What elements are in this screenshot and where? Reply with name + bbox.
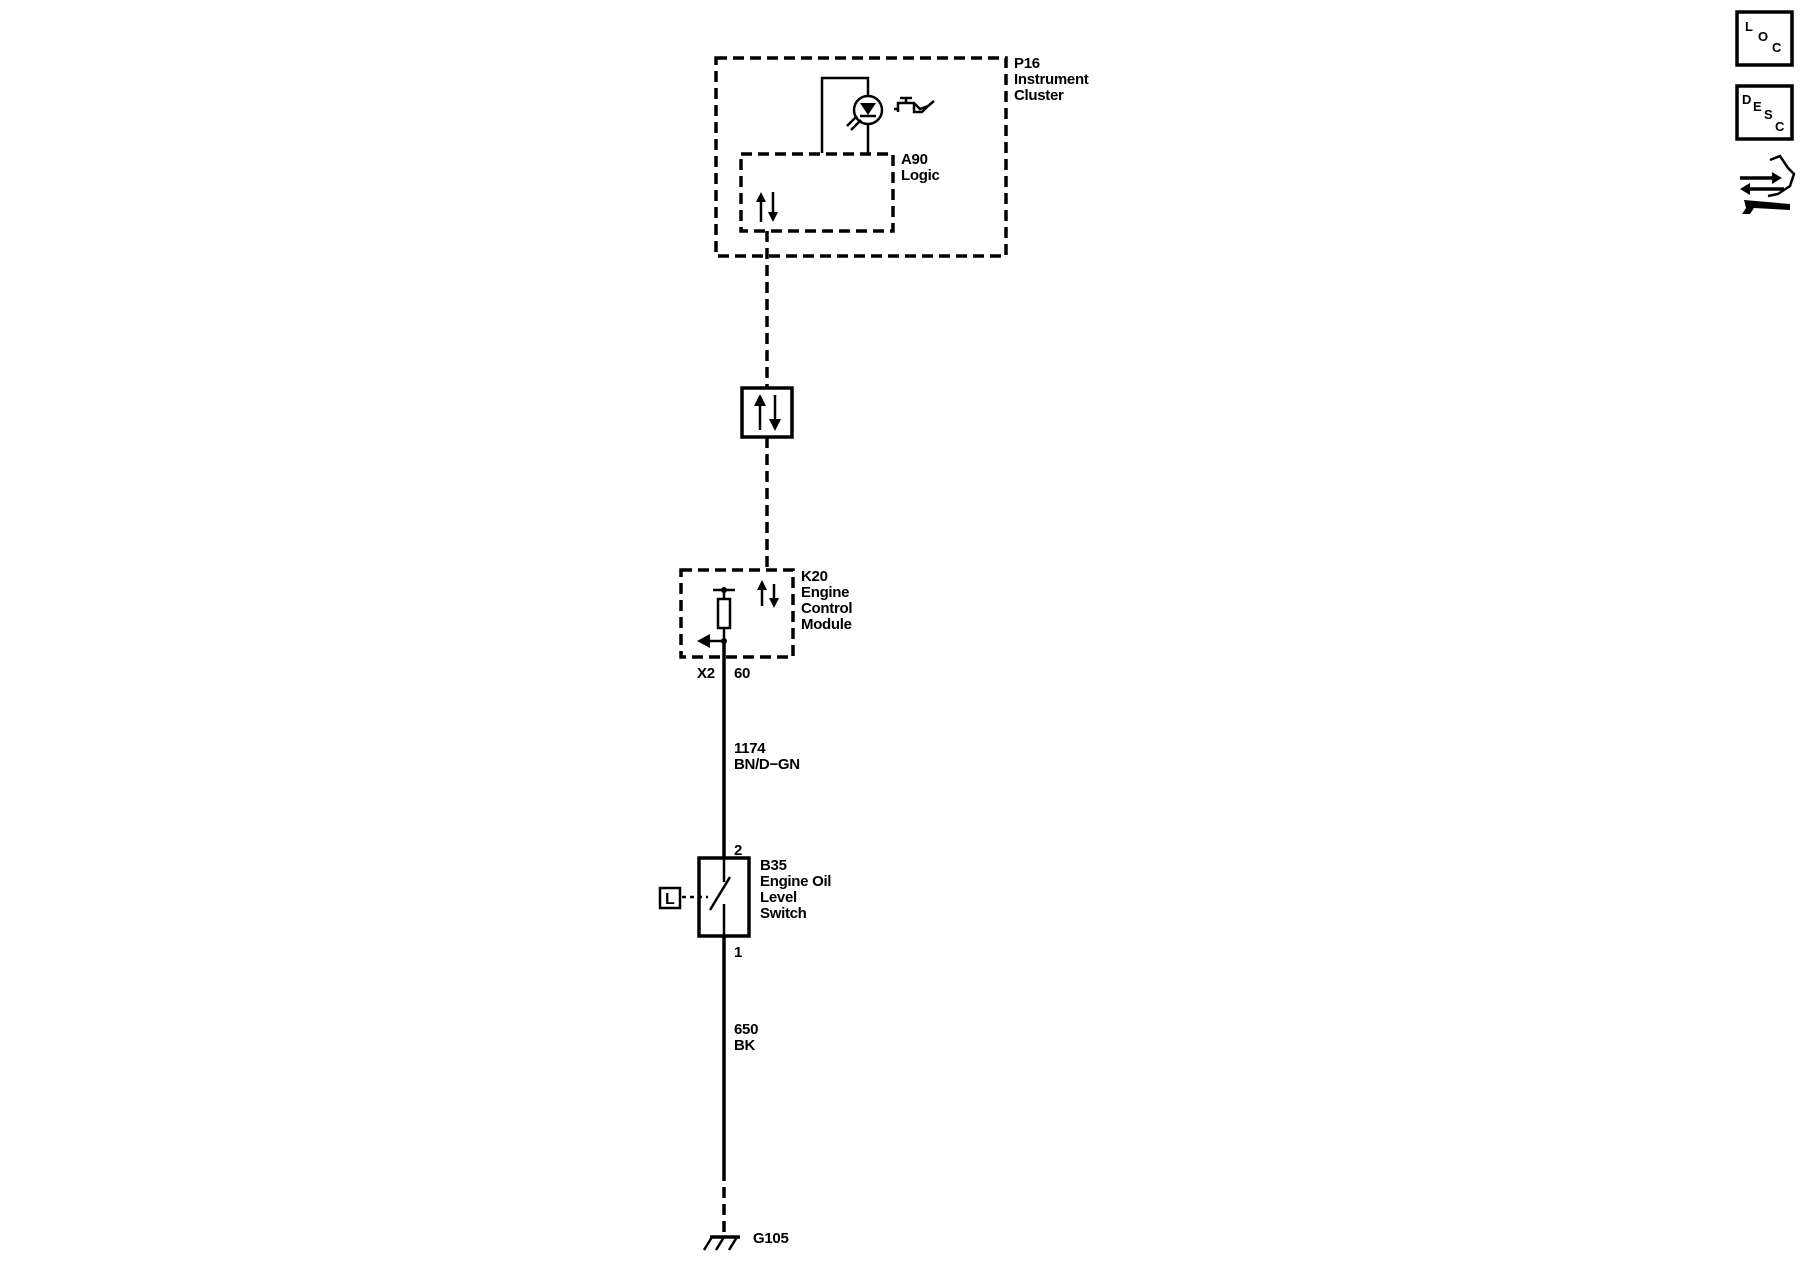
connector-id-label: X2 [697, 665, 715, 682]
pullup-resistor-icon [713, 587, 735, 644]
serial-data-link [740, 231, 794, 570]
ground-symbol-icon [702, 1235, 740, 1251]
a90-dashed-outline [739, 152, 895, 233]
switch-bottom-pin-label: 1 [734, 944, 742, 961]
loc-button[interactable]: L O C [1735, 10, 1794, 67]
k20-name-line3: Module [801, 616, 852, 633]
loc-letter-1: L [1745, 19, 1753, 34]
desc-letter-2: E [1753, 99, 1762, 114]
serial-data-symbol-icon [740, 386, 794, 439]
p16-id-label: P16 [1014, 55, 1040, 72]
b35-name-line1: Engine Oil [760, 873, 831, 890]
k20-dashed-outline [679, 568, 795, 659]
p16-instrument-cluster: P16 Instrument Cluster A90 Logic [714, 55, 1089, 258]
wire-lower-color-label: BK [734, 1037, 756, 1054]
a90-id-label: A90 [901, 151, 928, 168]
signal-input-arrow-icon [697, 634, 724, 648]
connector-pin-label: 60 [734, 665, 750, 682]
b35-oil-level-switch: 2 B35 Engine Oil Level Switch 1 [682, 842, 832, 961]
oil-pressure-lamp-icon [820, 76, 884, 153]
location-letter: L [665, 891, 675, 908]
data-arrows-icon [756, 192, 778, 222]
k20-name-line2: Control [801, 600, 852, 617]
location-symbol[interactable]: L [658, 886, 682, 910]
hand-wrench-icon[interactable] [1740, 154, 1796, 214]
k20-engine-control-module: K20 Engine Control Module [679, 568, 853, 659]
a90-logic: A90 Logic [739, 151, 940, 233]
p16-dashed-outline [714, 56, 1008, 258]
b35-name-line3: Switch [760, 905, 807, 922]
desc-letter-4: C [1775, 119, 1785, 134]
desc-button[interactable]: D E S C [1735, 84, 1794, 141]
a90-name-label: Logic [901, 167, 940, 184]
k20-data-arrows-icon [757, 580, 779, 608]
b35-id-label: B35 [760, 857, 787, 874]
p16-name-line2: Cluster [1014, 87, 1064, 104]
p16-name-line1: Instrument [1014, 71, 1089, 88]
switch-top-pin-label: 2 [734, 842, 742, 859]
wire-upper-color-label: BN/D−GN [734, 756, 800, 773]
wire-lower-circuit-label: 650 [734, 1021, 758, 1038]
wire-upper-circuit-label: 1174 [734, 740, 766, 757]
b35-name-line2: Level [760, 889, 797, 906]
k20-id-label: K20 [801, 568, 828, 585]
ground-id-label: G105 [753, 1230, 789, 1247]
k20-name-line1: Engine [801, 584, 849, 601]
loc-letter-2: O [1758, 29, 1768, 44]
desc-letter-3: S [1764, 107, 1773, 122]
loc-letter-3: C [1772, 40, 1782, 55]
desc-letter-1: D [1742, 92, 1751, 107]
oil-can-icon [894, 96, 935, 114]
